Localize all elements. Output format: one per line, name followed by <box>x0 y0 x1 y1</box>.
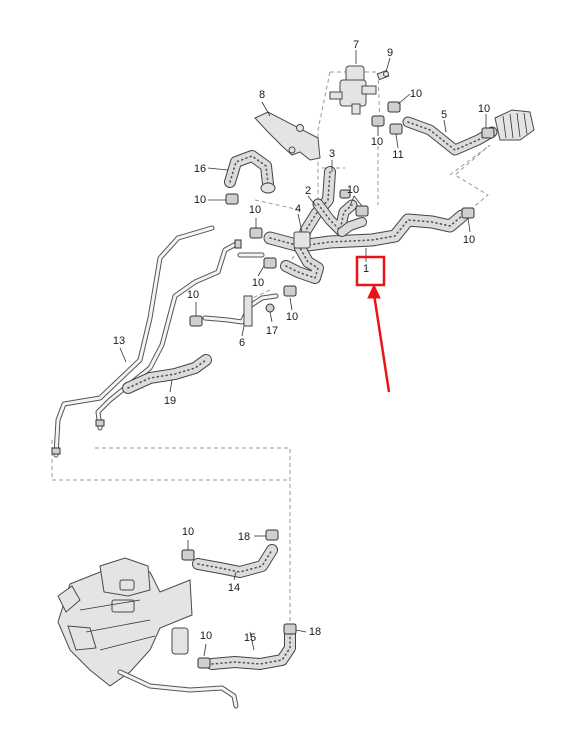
heater-assembly <box>57 557 239 709</box>
label-part-11: 11 <box>392 149 403 161</box>
label-part-10-f: 10 <box>249 204 261 216</box>
hose-15 <box>206 626 296 670</box>
label-part-10-a: 10 <box>410 88 422 100</box>
label-part-15: 15 <box>244 632 256 644</box>
label-part-7: 7 <box>353 39 359 51</box>
label-part-10-c: 10 <box>371 136 383 148</box>
hose-14 <box>192 544 278 578</box>
label-part-10-g: 10 <box>252 277 264 289</box>
pipe-6 <box>202 293 279 327</box>
label-part-16: 16 <box>194 163 206 175</box>
label-part-10-b: 10 <box>478 103 490 115</box>
clamps <box>181 101 495 669</box>
label-part-8: 8 <box>259 89 265 101</box>
label-part-4: 4 <box>295 203 301 215</box>
highlight-part-1 <box>355 255 391 393</box>
label-part-14: 14 <box>228 582 240 594</box>
label-part-18-a: 18 <box>238 531 250 543</box>
label-part-10-i: 10 <box>187 289 199 301</box>
hose-16 <box>224 150 276 194</box>
label-part-10-l: 10 <box>200 630 212 642</box>
leader-lines <box>119 50 487 657</box>
label-part-10-h: 10 <box>286 311 298 323</box>
label-part-10-d: 10 <box>347 184 359 196</box>
valve-7 <box>329 65 390 115</box>
hose-19 <box>122 354 212 394</box>
coolant-pipe-13 <box>51 225 265 458</box>
label-part-5: 5 <box>441 109 447 121</box>
label-part-3: 3 <box>329 148 335 160</box>
hose-5 <box>402 109 535 156</box>
label-part-19: 19 <box>164 395 176 407</box>
label-part-18-b: 18 <box>309 626 321 638</box>
label-part-6: 6 <box>239 337 245 349</box>
hose-2-3-4 <box>280 166 367 284</box>
label-part-10-e: 10 <box>194 194 206 206</box>
part-labels: 1 2 3 4 5 6 7 8 9 10 10 10 10 10 10 10 1… <box>113 39 490 644</box>
label-part-10-k: 10 <box>182 526 194 538</box>
label-part-13: 13 <box>113 335 125 347</box>
label-part-9: 9 <box>387 47 393 59</box>
label-part-1: 1 <box>363 263 369 275</box>
bracket-8 <box>254 111 321 161</box>
label-part-17: 17 <box>266 325 278 337</box>
label-part-2: 2 <box>305 185 311 197</box>
label-part-10-j: 10 <box>463 234 475 246</box>
